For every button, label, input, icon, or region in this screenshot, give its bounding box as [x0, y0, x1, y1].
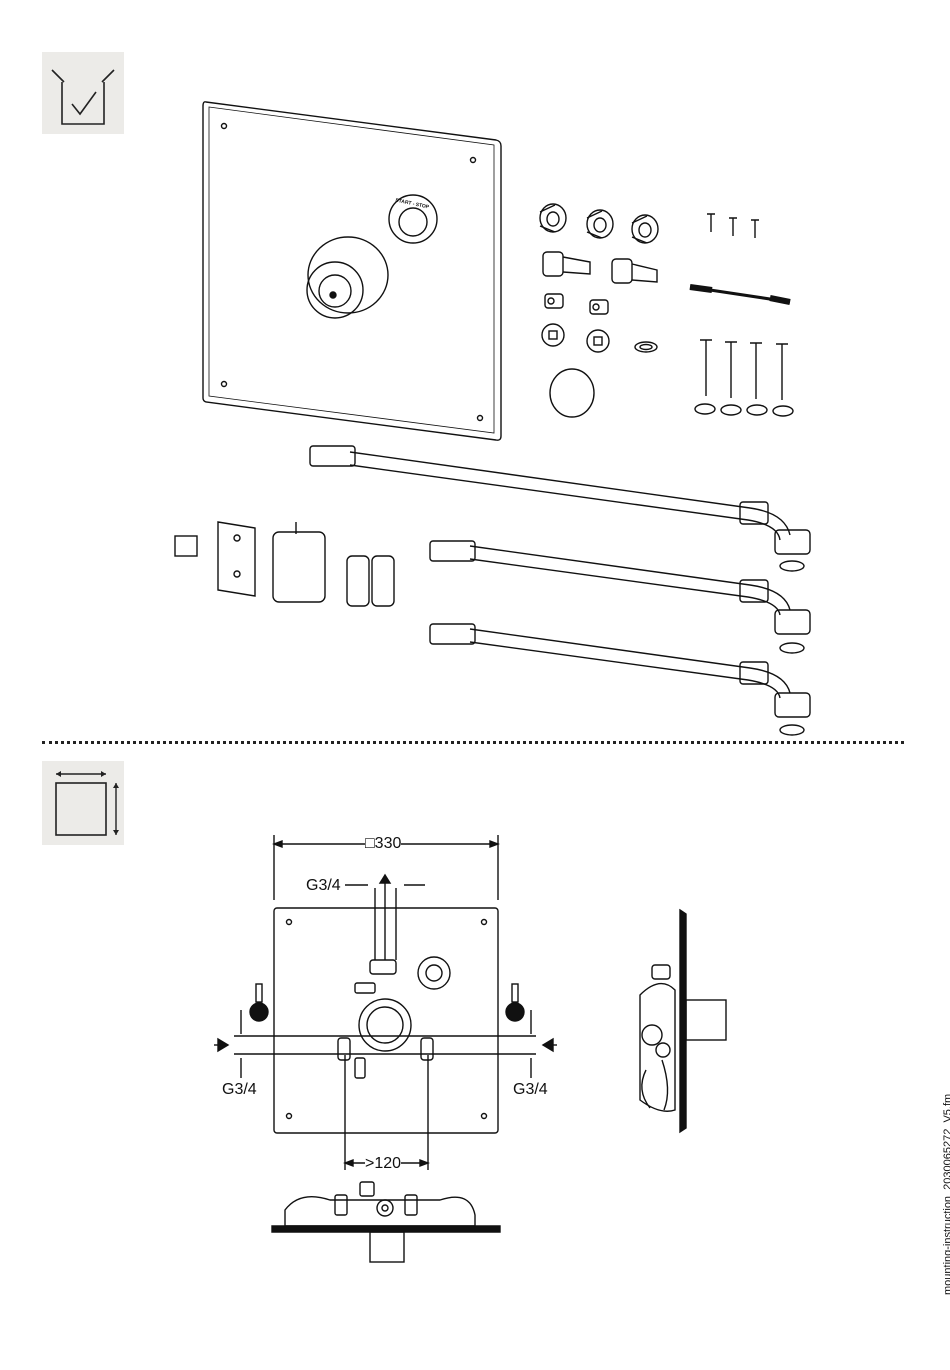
screws	[690, 214, 793, 416]
width-dimension-label: □330	[365, 835, 401, 853]
right-connection-label: G3/4	[513, 1081, 548, 1099]
document-filename: mounting-instruction_2030065272_V5.fm	[942, 1094, 950, 1295]
front-view	[214, 835, 557, 1170]
electronics	[175, 522, 394, 606]
top-connection-label: G3/4	[306, 877, 341, 895]
cover-plate	[203, 102, 501, 440]
spacing-dimension-label: >120	[365, 1155, 401, 1173]
hoses	[310, 446, 810, 735]
side-view	[640, 910, 726, 1132]
fittings	[540, 204, 658, 417]
bottom-view	[272, 1182, 500, 1262]
left-connection-label: G3/4	[222, 1081, 257, 1099]
section-divider	[42, 741, 904, 744]
